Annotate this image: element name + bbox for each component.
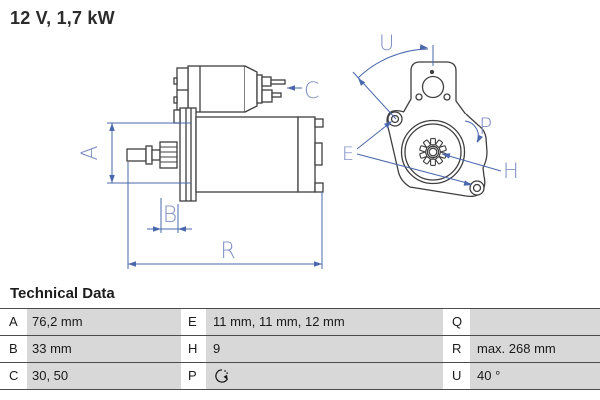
cell-value-q [470, 309, 600, 335]
dim-label-r: R [220, 239, 235, 264]
dim-label-h: H [503, 159, 519, 183]
rotation-direction-icon [215, 369, 228, 383]
cell-value-u: 40 ° [470, 363, 600, 389]
solenoid-bracket [176, 67, 189, 111]
solenoid-terminal [261, 76, 272, 87]
dim-label-a: A [78, 145, 103, 160]
tab-hole [421, 75, 445, 99]
tab-small-hole [415, 93, 423, 101]
cell-value-h: 9 [206, 336, 443, 362]
pinion-shaft [126, 141, 178, 169]
cell-key-h: H [181, 336, 206, 362]
cell-value-p [206, 363, 443, 389]
cell-key-u: U [443, 363, 470, 389]
dim-label-b: B [163, 203, 177, 228]
pilot-bore-outer [400, 119, 466, 185]
tab-small-hole [443, 93, 451, 101]
pilot-bore-inner [404, 123, 462, 181]
pinion-gear [419, 138, 447, 166]
pinion [159, 141, 178, 169]
mount-hole [390, 114, 400, 124]
table-row: C 30, 50 P U 40 ° [0, 363, 600, 390]
technical-drawing: A B R C U P E H [78, 31, 519, 269]
end-cap [297, 116, 316, 193]
technical-data-table: A 76,2 mm E 11 mm, 11 mm, 12 mm Q B 33 m… [0, 308, 600, 390]
cell-key-q: Q [443, 309, 470, 335]
rear-stud [314, 118, 324, 128]
cell-key-e: E [181, 309, 206, 335]
table-row: A 76,2 mm E 11 mm, 11 mm, 12 mm Q [0, 309, 600, 336]
terminal-pin [271, 92, 282, 98]
cell-key-c: C [0, 363, 27, 389]
cell-key-p: P [181, 363, 206, 389]
mount-hole [472, 183, 482, 193]
tab-dot [429, 69, 435, 75]
page-title: 12 V, 1,7 kW [10, 8, 115, 28]
front-view [386, 61, 488, 198]
side-view [126, 65, 324, 202]
dimension-a [107, 122, 191, 184]
shaft-collar [145, 145, 153, 165]
cell-value-b: 33 mm [27, 336, 181, 362]
cell-value-c: 30, 50 [27, 363, 181, 389]
cell-value-r: max. 268 mm [470, 336, 600, 362]
cell-key-b: B [0, 336, 27, 362]
rear-boss [314, 142, 323, 166]
dim-label-u: U [379, 31, 394, 55]
solenoid [173, 65, 286, 113]
cell-value-e: 11 mm, 11 mm, 12 mm [206, 309, 443, 335]
solenoid-terminal [261, 89, 273, 103]
terminal-pin [270, 79, 286, 85]
table-row: B 33 mm H 9 R max. 268 mm [0, 336, 600, 363]
dimension-arrowheads [109, 44, 483, 267]
motor-body [195, 116, 324, 193]
technical-data-heading: Technical Data [10, 285, 115, 302]
cell-value-a: 76,2 mm [27, 309, 181, 335]
dim-label-p: P [479, 115, 492, 140]
dim-label-e: E [342, 143, 354, 165]
shaft-tip [126, 148, 147, 162]
cell-key-a: A [0, 309, 27, 335]
rear-stud [314, 182, 324, 193]
cell-key-r: R [443, 336, 470, 362]
dimension-r [127, 162, 323, 269]
dim-label-c: C [304, 79, 319, 104]
dimension-e [356, 121, 472, 185]
dimension-h [441, 153, 502, 172]
